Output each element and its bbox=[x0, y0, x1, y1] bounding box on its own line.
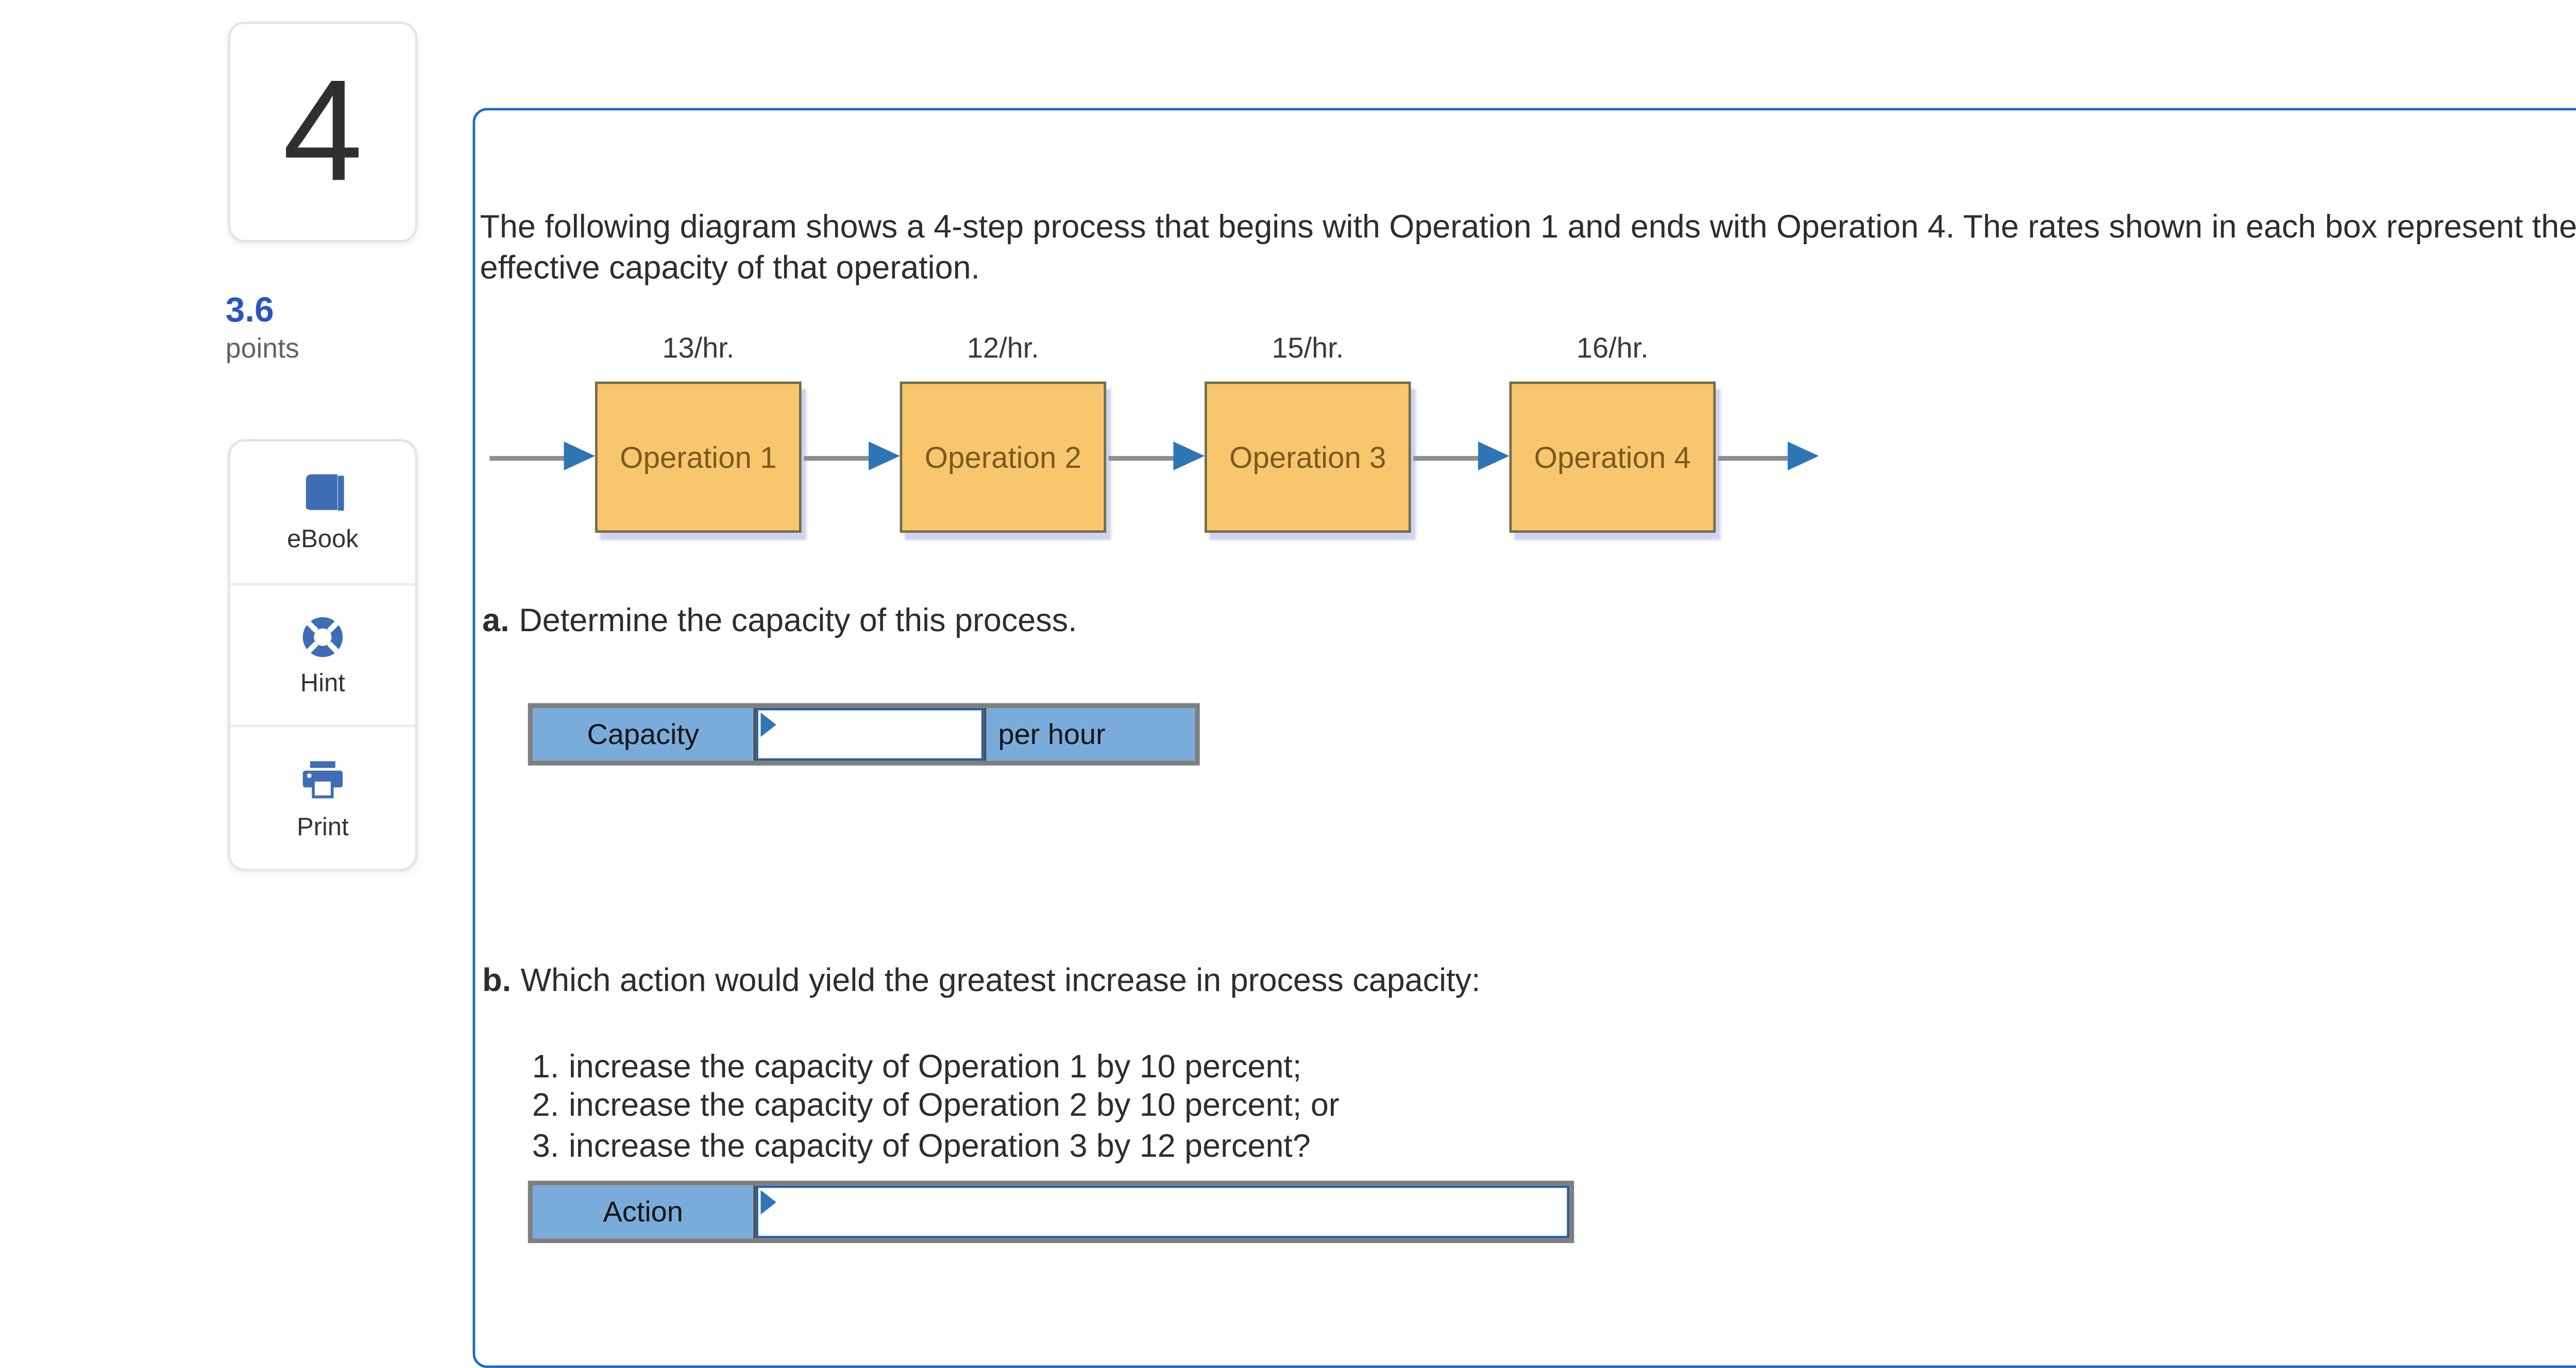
arrow-right-icon bbox=[564, 440, 596, 469]
question-number: 4 bbox=[282, 50, 363, 211]
part-a-text: Determine the capacity of this process. bbox=[519, 602, 1077, 638]
part-b-text: Which action would yield the greatest in… bbox=[520, 962, 1481, 999]
capacity-unit-label: per hour bbox=[984, 707, 1195, 761]
option-3-number: 3. bbox=[532, 1127, 560, 1164]
question-prompt: The following diagram shows a 4-step pro… bbox=[480, 209, 2576, 286]
operation-2-box: Operation 2 bbox=[900, 381, 1107, 533]
print-button[interactable]: Print bbox=[230, 728, 415, 869]
sidebar-tools-card: eBook Hint bbox=[228, 439, 418, 871]
ebook-button[interactable]: eBook bbox=[230, 441, 415, 585]
printer-icon bbox=[298, 755, 348, 806]
part-b-question: b.Which action would yield the greatest … bbox=[482, 962, 1480, 999]
arrow-right-icon bbox=[1478, 440, 1510, 469]
question-panel: The following diagram shows a 4-step pro… bbox=[472, 108, 2576, 1368]
action-input[interactable] bbox=[756, 1185, 1570, 1239]
option-row-1: 1. increase the capacity of Operation 1 … bbox=[528, 1049, 1340, 1088]
action-answer-row: Action bbox=[528, 1180, 1574, 1243]
process-flow-diagram: 13/hr. 12/hr. 15/hr. 16/hr. Operation 1 … bbox=[485, 331, 1925, 571]
arrow-right-icon bbox=[869, 440, 900, 469]
arrow-right-icon bbox=[1173, 440, 1205, 469]
option-3-text: increase the capacity of Operation 3 by … bbox=[568, 1127, 1311, 1164]
flow-line bbox=[1413, 455, 1481, 461]
hint-button[interactable]: Hint bbox=[230, 584, 415, 728]
arrow-right-icon bbox=[1787, 440, 1819, 469]
action-row-label: Action bbox=[532, 1185, 756, 1239]
part-a-letter: a. bbox=[482, 602, 510, 638]
flow-line bbox=[804, 455, 871, 461]
capacity-input-cell bbox=[756, 707, 984, 761]
option-row-3: 3. increase the capacity of Operation 3 … bbox=[528, 1127, 1340, 1167]
rate-label-operation-4: 16/hr. bbox=[1576, 331, 1649, 365]
option-2-number: 2. bbox=[532, 1088, 560, 1124]
part-a-question: a.Determine the capacity of this process… bbox=[482, 602, 1077, 638]
flow-line bbox=[1108, 455, 1176, 461]
capacity-input[interactable] bbox=[756, 707, 984, 761]
hint-label: Hint bbox=[300, 669, 345, 699]
points-block: 3.6 points bbox=[226, 293, 413, 367]
operation-1-box: Operation 1 bbox=[595, 381, 802, 533]
option-1-text: increase the capacity of Operation 1 by … bbox=[568, 1049, 1302, 1085]
operation-3-box: Operation 3 bbox=[1205, 381, 1411, 533]
flow-line bbox=[1718, 455, 1788, 461]
capacity-row-label: Capacity bbox=[532, 707, 756, 761]
ebook-label: eBook bbox=[287, 526, 359, 555]
question-number-card: 4 bbox=[228, 21, 418, 243]
rate-label-operation-3: 15/hr. bbox=[1272, 331, 1344, 365]
flow-line bbox=[489, 455, 567, 461]
option-row-2: 2. increase the capacity of Operation 2 … bbox=[528, 1088, 1340, 1127]
lifebuoy-icon bbox=[298, 612, 348, 663]
rate-label-operation-1: 13/hr. bbox=[662, 331, 735, 365]
rate-label-operation-2: 12/hr. bbox=[967, 331, 1039, 365]
points-label: points bbox=[225, 336, 299, 365]
part-b-letter: b. bbox=[482, 962, 512, 999]
operation-4-box: Operation 4 bbox=[1509, 381, 1716, 533]
points-value: 3.6 bbox=[225, 293, 274, 331]
book-icon bbox=[298, 469, 348, 519]
action-input-cell bbox=[756, 1185, 1570, 1239]
part-b-options-list: 1. increase the capacity of Operation 1 … bbox=[528, 1049, 1340, 1167]
print-label: Print bbox=[297, 813, 349, 842]
capacity-answer-row: Capacity per hour bbox=[528, 703, 1200, 766]
option-1-number: 1. bbox=[532, 1049, 560, 1085]
option-2-text: increase the capacity of Operation 2 by … bbox=[568, 1088, 1340, 1124]
